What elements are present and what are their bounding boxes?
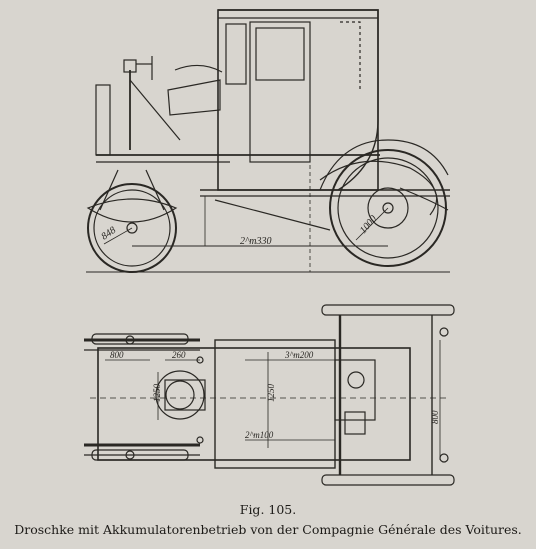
front-panel <box>95 84 111 156</box>
technical-drawing: 848 1000 2^m330 800 260 3^m200 1250 1250… <box>84 9 455 486</box>
figure-caption: Droschke mit Akkumulatorenbetrieb von de… <box>14 522 522 537</box>
top-frame <box>97 347 411 461</box>
dim-top-a: 800 <box>110 350 124 360</box>
cab-side-window <box>225 23 247 85</box>
dim-top-b: 260 <box>172 350 186 360</box>
dim-top-d: 1250 <box>152 384 162 403</box>
dim-top-c: 3^m200 <box>284 350 314 360</box>
dim-rear-wheel: 1000 <box>358 214 379 236</box>
rear-wheel <box>329 149 447 267</box>
figure-number: Fig. 105. <box>239 502 297 517</box>
driver-seat <box>167 79 221 116</box>
side-view <box>86 9 450 273</box>
dim-wheelbase: 2^m330 <box>240 236 271 247</box>
dim-top-g: 800 <box>430 410 440 424</box>
motor <box>155 370 205 420</box>
dim-top-e: 1250 <box>266 384 276 403</box>
top-view <box>84 304 455 486</box>
dim-front-wheel: 848 <box>99 225 118 243</box>
dim-top-f: 2^m100 <box>245 430 274 440</box>
cab-door <box>249 21 311 163</box>
cab-window <box>255 27 305 81</box>
